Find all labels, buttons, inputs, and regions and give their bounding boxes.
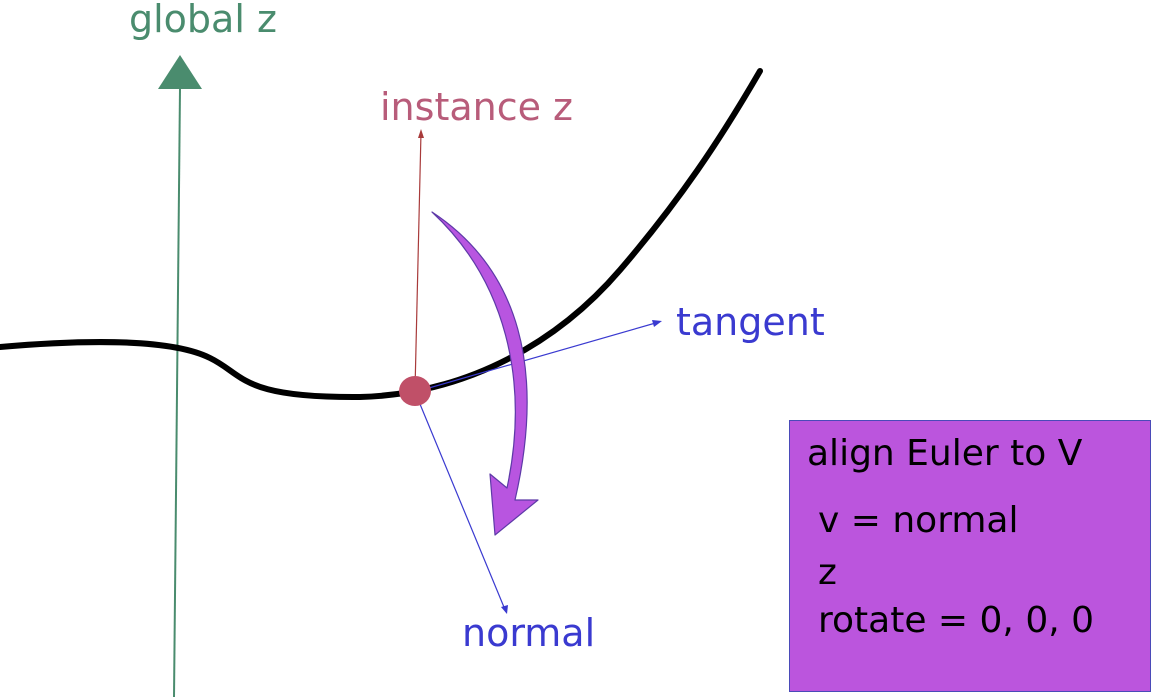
instance-z-vector: [414, 131, 422, 391]
tangent-label: tangent: [676, 300, 825, 344]
tangent-arrowhead-icon: [652, 320, 662, 327]
align-euler-info-box: align Euler to V v = normal z rotate = 0…: [789, 420, 1151, 692]
rotation-arrow-icon: [431, 211, 539, 536]
instance-z-label: instance z: [380, 85, 574, 129]
info-box-line-vector: v = normal: [818, 500, 1019, 541]
normal-arrowhead-icon: [501, 605, 508, 614]
info-box-line-axis: z: [818, 552, 837, 593]
global-z-label: global z: [129, 0, 277, 41]
tangent-vector: [414, 321, 660, 393]
global-z-arrowhead-icon: [158, 55, 202, 89]
normal-vector: [414, 391, 507, 613]
instance-z-arrowhead-icon: [418, 129, 424, 138]
normal-label: normal: [462, 611, 596, 655]
curve-path: [0, 68, 763, 401]
instance-point-icon: [399, 376, 431, 406]
info-box-line-rotate: rotate = 0, 0, 0: [818, 600, 1095, 641]
global-z-axis-line: [173, 87, 181, 697]
info-box-title: align Euler to V: [807, 433, 1083, 474]
